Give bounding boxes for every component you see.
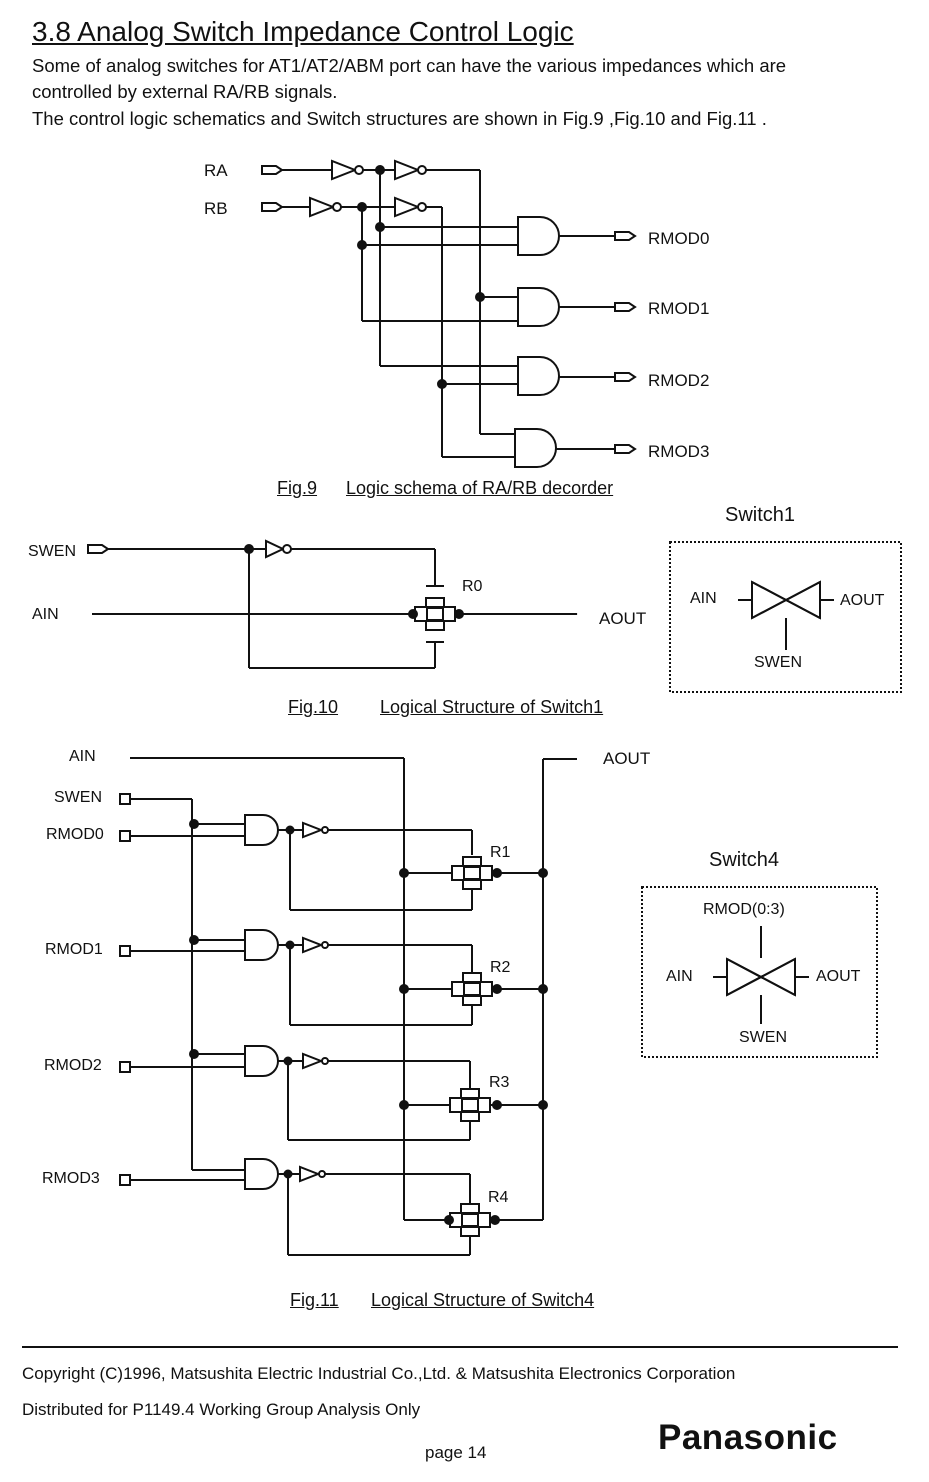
- fig11-rmod0-label: RMOD0: [46, 826, 104, 843]
- brand-logo: Panasonic: [658, 1418, 838, 1457]
- fig10-caption-text: Logical Structure of Switch1: [380, 697, 604, 717]
- switch4-symbol-box: [641, 886, 878, 1058]
- page-title: 3.8 Analog Switch Impedance Control Logi…: [32, 16, 574, 47]
- switch4-aout-label: AOUT: [816, 968, 861, 985]
- fig11-rmod3-label: RMOD3: [42, 1170, 100, 1187]
- fig11-stage-2: [244, 929, 548, 1026]
- fig9-output-rmod2: RMOD2: [648, 371, 710, 390]
- fig9-input-ra: RA: [204, 161, 228, 180]
- fig11-ain-label: AIN: [69, 748, 96, 765]
- fig11-rmod1-label: RMOD1: [45, 941, 103, 958]
- fig11-r1-label: R1: [490, 844, 511, 861]
- switch1-aout-label: AOUT: [840, 592, 885, 609]
- fig10-swen-label: SWEN: [28, 543, 76, 560]
- fig10-r0-label: R0: [462, 578, 483, 595]
- footer-copyright: Copyright (C)1996, Matsushita Electric I…: [22, 1364, 736, 1383]
- switch1-title: Switch1: [725, 504, 796, 526]
- fig11-rmod2-label: RMOD2: [44, 1057, 102, 1074]
- fig11-caption-text: Logical Structure of Switch4: [371, 1290, 595, 1310]
- fig11-r3-label: R3: [489, 1074, 510, 1091]
- intro-line-1: Some of analog switches for AT1/AT2/ABM …: [32, 55, 787, 76]
- switch1-ain-label: AIN: [690, 590, 717, 607]
- page-number: page 14: [425, 1443, 487, 1462]
- fig10-ain-label: AIN: [32, 606, 59, 623]
- fig10-aout-label: AOUT: [599, 609, 647, 628]
- switch1-swen-label: SWEN: [754, 654, 802, 671]
- fig11-r4-label: R4: [488, 1189, 509, 1206]
- fig9-caption-text: Logic schema of RA/RB decorder: [346, 478, 614, 498]
- intro-line-3: The control logic schematics and Switch …: [32, 108, 767, 129]
- switch4-title: Switch4: [709, 849, 780, 871]
- switch4-swen-label: SWEN: [739, 1029, 787, 1046]
- footer-rule: [22, 1346, 898, 1348]
- fig9-caption-number: Fig.9: [277, 478, 318, 498]
- fig11-stage-4: [244, 1158, 543, 1256]
- switch4-ain-label: AIN: [666, 968, 693, 985]
- fig9-decoder-schematic: [261, 159, 636, 468]
- footer-distribution: Distributed for P1149.4 Working Group An…: [22, 1400, 421, 1419]
- fig10-switch1-schematic: [78, 539, 591, 669]
- fig11-swen-label: SWEN: [54, 789, 102, 806]
- fig11-r2-label: R2: [490, 959, 511, 976]
- fig9-output-rmod1: RMOD1: [648, 299, 710, 318]
- fig9-output-rmod3: RMOD3: [648, 442, 710, 461]
- fig11-stage-3: [244, 1045, 548, 1141]
- fig11-switch4-schematic: [116, 754, 591, 1256]
- fig11-stage-1: [244, 814, 548, 911]
- fig11-aout-label: AOUT: [603, 749, 651, 768]
- switch4-rmod-label: RMOD(0:3): [703, 901, 785, 918]
- intro-line-2: controlled by external RA/RB signals.: [32, 81, 338, 102]
- fig9-input-rb: RB: [204, 199, 228, 218]
- fig11-caption-number: Fig.11: [290, 1290, 339, 1310]
- switch1-symbol-box: [669, 541, 902, 693]
- fig10-caption-number: Fig.10: [288, 697, 339, 717]
- fig9-output-rmod0: RMOD0: [648, 229, 710, 248]
